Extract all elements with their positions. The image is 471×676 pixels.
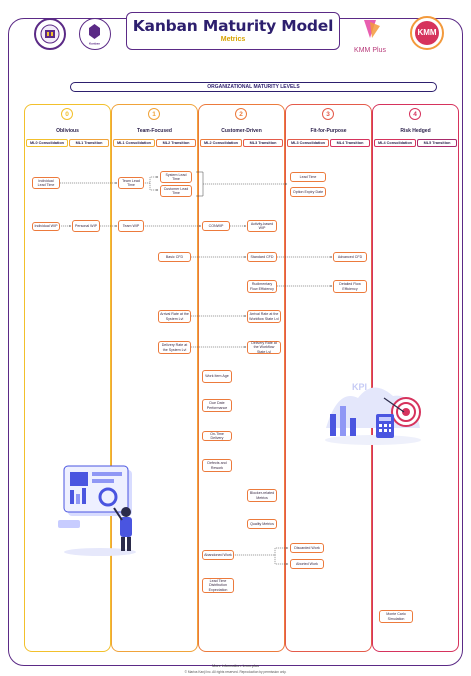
page-subtitle: Metrics — [220, 36, 246, 43]
node-advanced-cfd: Advanced CFD — [333, 252, 367, 262]
kmm-logo: KMM — [410, 16, 444, 50]
footer-more-info: More information: kmm.plus — [212, 664, 259, 668]
kmm-logo-text: KMM — [417, 28, 437, 37]
node-quality-metrics: Quality Metrics — [247, 519, 277, 529]
node-delivery-rate-system: Delivery Rate at the System Lvl — [158, 341, 191, 354]
kanban-university-logo: Kanban — [79, 18, 111, 50]
level-2-number: 2 — [235, 108, 247, 120]
node-aborted-work: Aborted Work — [290, 559, 324, 569]
node-lead-time: Lead Time — [290, 172, 326, 182]
maturity-levels-banner: ORGANIZATIONAL MATURITY LEVELS — [70, 82, 437, 92]
level-3-number: 3 — [322, 108, 334, 120]
level-4-consolidation-header: ML4 Consolidation — [374, 139, 416, 147]
node-arrival-rate-system: Arrival Rate at the System Lvl — [158, 310, 191, 323]
node-monte-carlo-simulation: Monte Carlo Simulation — [379, 610, 413, 623]
node-discarded-work: Discarded Work — [290, 543, 324, 553]
node-rudimentary-flow-efficiency: Rudimentary Flow Efficiency — [247, 280, 277, 293]
level-1-transition-header: ML2 Transition — [156, 139, 196, 147]
node-individual-lead-time: Individual Lead Time — [32, 177, 60, 189]
level-0-consolidation-header: ML0 Consolidation — [26, 139, 68, 147]
node-arrival-rate-workflow: Arrival Rate at the Workflow State Lvl — [247, 310, 281, 323]
level-4-name: Risk Hedged — [400, 128, 431, 134]
kpi-target-illustration: KPI — [325, 382, 421, 445]
level-1-consolidation-header: ML1 Consolidation — [113, 139, 155, 147]
kmm-plus-logo: KMM Plus — [346, 16, 394, 56]
node-defects-and-rework: Defects and Rework — [202, 459, 232, 472]
svg-text:Kanban: Kanban — [89, 42, 100, 46]
node-system-lead-time: System Lead Time — [160, 171, 192, 183]
kpi-text: KPI — [352, 382, 367, 392]
node-lead-time-distribution: Lead Time Distribution Expectation — [202, 578, 234, 593]
level-2-column — [198, 104, 285, 652]
level-2-consolidation-header: ML2 Consolidation — [200, 139, 242, 147]
level-3-column — [285, 104, 372, 652]
node-on-time-delivery: On-Time Delivery — [202, 431, 232, 441]
node-customer-lead-time: Customer Lead Time — [160, 185, 192, 197]
level-3-name: Fit-for-Purpose — [310, 128, 347, 134]
level-0-number: 0 — [61, 108, 73, 120]
node-team-lead-time: Team Lead Time — [118, 177, 144, 189]
kmm-plus-logo-text: KMM Plus — [354, 47, 386, 54]
dashboard-person-illustration — [58, 465, 136, 556]
level-0-transition-header: ML1 Transition — [69, 139, 109, 147]
node-option-expiry-date: Option Expiry Date — [290, 187, 326, 197]
level-4-number: 4 — [409, 108, 421, 120]
page-title: Kanban Maturity Model — [132, 17, 334, 35]
level-0-column — [24, 104, 111, 652]
level-3-consolidation-header: ML3 Consolidation — [287, 139, 329, 147]
level-0-name: Oblivious — [56, 128, 79, 134]
level-1-name: Team-Focused — [137, 128, 172, 134]
kanban-university-seal-logo — [34, 18, 66, 50]
level-4-column — [372, 104, 459, 652]
level-2-name: Customer-Driven — [221, 128, 262, 134]
node-due-date-performance: Due Date Performance — [202, 399, 232, 412]
node-standard-cfd: Standard CFD — [247, 252, 277, 262]
node-blocker-related-metrics: Blocker-related Metrics — [247, 489, 277, 502]
level-4-transition-header: ML5 Transition — [417, 139, 457, 147]
node-team-wip: Team WIP — [118, 220, 144, 232]
title-panel: Kanban Maturity Model Metrics — [126, 12, 340, 50]
node-detailed-flow-efficiency: Detailed Flow Efficiency — [333, 280, 367, 293]
footer-copyright: © Mariva Kanji Inc. All rights reserved.… — [184, 670, 287, 674]
level-2-transition-header: ML3 Transition — [243, 139, 283, 147]
node-activity-based-wip: Activity-based WIP — [247, 220, 277, 232]
level-1-number: 1 — [148, 108, 160, 120]
node-individual-wip: Individual WIP — [32, 222, 60, 231]
level-1-column — [111, 104, 198, 652]
node-personal-wip: Personal WIP — [72, 220, 100, 232]
node-conwip: CONWIP — [202, 221, 230, 231]
node-delivery-rate-workflow: Delivery Rate at the Workflow State Lvl — [247, 341, 281, 354]
node-basic-cfd: Basic CFD — [158, 252, 191, 262]
node-abandoned-work: Abandoned Work — [202, 550, 234, 560]
level-3-transition-header: ML4 Transition — [330, 139, 370, 147]
node-work-item-age: Work Item Age — [202, 370, 232, 383]
